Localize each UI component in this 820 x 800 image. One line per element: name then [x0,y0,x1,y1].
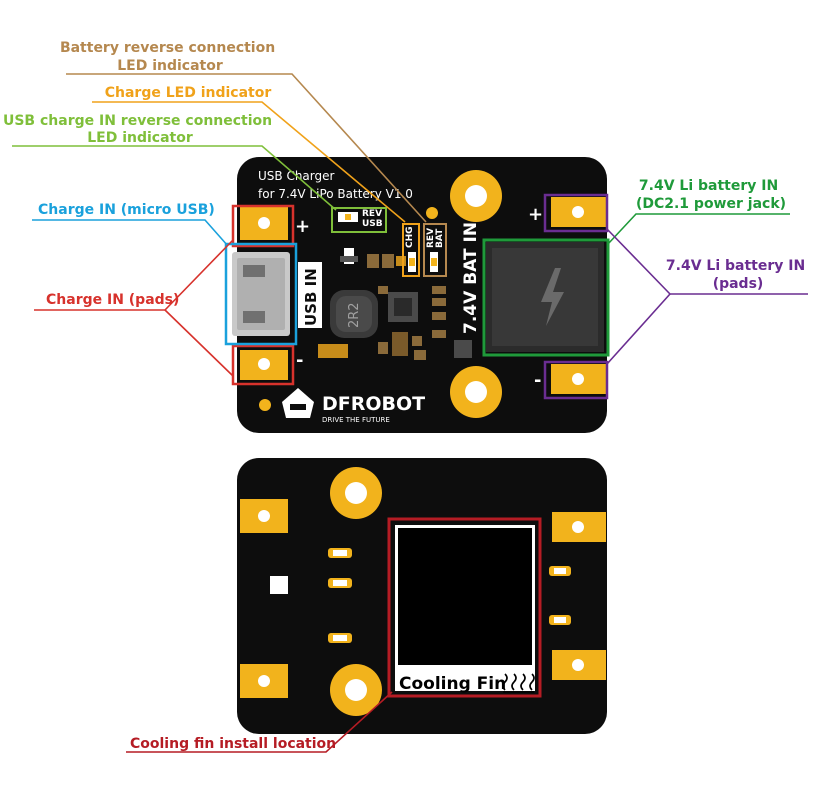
cooling-fin-pad [398,528,532,665]
cooling-fin-label: Cooling Fin [399,674,506,694]
label-battery-in-jack: 7.4V Li battery IN (DC2.1 power jack) [636,178,786,212]
svg-text:DRIVE THE FUTURE: DRIVE THE FUTURE [322,416,390,424]
usb-pads-highlight-bottom [231,344,295,386]
label-usb-reverse-led: USB charge IN reverse connection LED ind… [3,113,277,146]
svg-text:2R2: 2R2 [347,302,362,328]
charge-led-leader [92,101,406,223]
front-pcb [237,157,607,433]
svg-text:DFROBOT: DFROBOT [322,393,425,415]
front-board: + - USB IN USB Charger for 7.4V LiPo Bat… [232,157,607,433]
back-hole-top [330,467,382,519]
battery-reverse-leader [66,73,427,223]
label-battery-reverse-led: Battery reverse connection LED indicator [60,40,280,74]
chg-label: CHG [405,226,415,248]
heat-icon [502,673,535,691]
bat-in-label: 7.4V BAT IN [456,222,482,334]
chg-highlight [402,223,420,277]
label-charge-in-micro-usb: Charge IN (micro USB) [38,202,215,218]
inductor-2r2: 2R2 [330,290,378,338]
bat-pads-highlight-bottom [543,360,609,400]
smd-components [318,248,472,360]
rev-usb-led: REV USB [338,209,385,229]
rev-bat-highlight [423,223,447,277]
bat-minus-mark: - [534,370,541,391]
back-hole-bottom [330,664,382,716]
svg-text:USB IN: USB IN [302,268,320,326]
label-charge-in-pads: Charge IN (pads) [46,292,179,308]
bat-plus-mark: + [528,204,543,225]
svg-text:7.4V BAT IN: 7.4V BAT IN [461,222,481,334]
label-battery-in-pads: 7.4V Li battery IN (pads) [666,258,810,292]
usb-reverse-leader [12,145,337,211]
usb-pads-highlight-top [231,204,295,248]
charger-ic [388,292,418,322]
dfrobot-logo: DFROBOT DRIVE THE FUTURE [282,388,425,424]
cooling-fin-highlight [387,517,542,698]
usb-plus-mark: + [295,216,310,237]
dc-jack-leader [607,213,790,245]
back-board: Cooling Fin [237,458,607,734]
fiducial-dot [259,399,271,411]
dc-power-jack [486,242,604,352]
micro-usb-leader [32,219,229,247]
svg-text:REV USB: REV USB [362,209,385,229]
mount-hole-bottom [450,366,502,418]
label-charge-led: Charge LED indicator [105,85,272,101]
usb-minus-mark: - [296,350,303,371]
mount-hole-top [450,170,502,222]
usb-in-label: USB IN [298,262,322,328]
rev-usb-highlight [331,207,387,233]
cooling-fin-leader [126,691,393,753]
rev-bat-label: REV BAT [426,225,445,248]
fiducial-dot [426,207,438,219]
micro-usb-connector [232,252,290,336]
micro-usb-highlight [224,242,298,346]
dc-jack-highlight [482,238,610,357]
bat-pads-highlight-top [543,193,609,233]
label-cooling-fin-location: Cooling fin install location [130,736,336,752]
